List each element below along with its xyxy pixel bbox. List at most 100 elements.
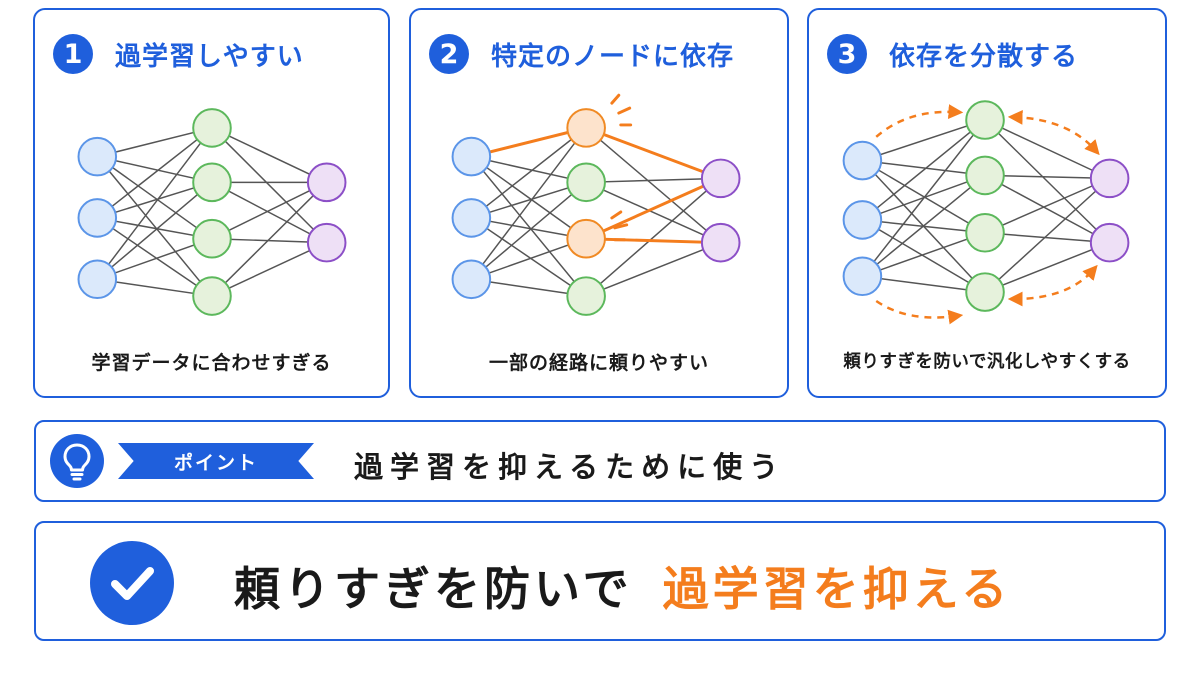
panel-caption: 一部の経路に頼りやすい (488, 352, 709, 374)
hidden-node (965, 100, 1005, 140)
hidden-node (965, 272, 1005, 312)
panel-caption: 学習データに合わせすぎる (91, 352, 332, 374)
connection-line (585, 177, 722, 297)
connection-line (211, 127, 328, 184)
connection-line (471, 181, 587, 219)
connection-line (470, 181, 587, 280)
connection-line (862, 159, 986, 234)
dashed-arrow (875, 104, 964, 138)
connection-line (211, 241, 328, 297)
hidden-node (965, 155, 1005, 196)
highlighted-connection (586, 237, 721, 245)
output-node (306, 222, 347, 263)
connection-line (211, 181, 328, 244)
output-node (1089, 158, 1130, 199)
connection-line (470, 156, 587, 297)
connection-line (585, 181, 722, 244)
point-tag: ポイント (118, 443, 314, 479)
panel-title: 過学習しやすい (115, 41, 304, 72)
point-text: 過学習を抑えるために使う (354, 450, 786, 484)
input-node (451, 198, 492, 238)
dashed-arrow (1007, 109, 1100, 156)
panel-header: 2 特定のノードに依存 (429, 32, 777, 76)
connection-line (96, 127, 213, 219)
connection-line (984, 241, 1110, 293)
dashed-arrow (1007, 264, 1098, 307)
connection-line (984, 232, 1110, 244)
connection-line (96, 217, 213, 297)
input-node (842, 200, 883, 240)
input-node (77, 198, 118, 238)
input-node (77, 136, 118, 177)
step-number-badge: 3 (827, 34, 867, 74)
connection-line (97, 237, 213, 280)
output-node (1089, 222, 1130, 263)
panel-header: 1 過学習しやすい (53, 32, 378, 76)
connection-line (862, 159, 986, 177)
connection-line (585, 127, 722, 244)
connection-line (96, 156, 213, 297)
input-node (451, 259, 492, 300)
connection-line (861, 119, 986, 221)
hidden-node (192, 162, 232, 203)
hidden-node (192, 108, 232, 148)
connection-line (984, 177, 1111, 293)
check-icon (90, 541, 174, 625)
connection-line (984, 177, 1110, 234)
hidden-node (192, 218, 232, 259)
step-number-badge: 2 (429, 34, 469, 74)
connection-line (862, 119, 986, 162)
connection-line (861, 119, 986, 277)
panel-caption: 頼りすぎを防いで汎化しやすくする (843, 352, 1131, 372)
connection-line (211, 127, 328, 244)
connection-line (96, 181, 213, 280)
connection-line (211, 181, 328, 297)
point-bar: ポイント 過学習を抑えるために使う (34, 420, 1166, 502)
hidden-node (192, 276, 232, 316)
connection-line (96, 156, 213, 240)
connection-line (470, 155, 587, 240)
network-diagram-2 (451, 93, 741, 316)
panel-distribute-dependency: 3 依存を分散する 頼りすぎを防いで汎化しやすくする (807, 8, 1167, 398)
connection-line (586, 177, 721, 184)
panel-header: 3 依存を分散する (827, 32, 1155, 76)
connection-line (984, 119, 1111, 244)
spark-mark (610, 93, 621, 105)
connection-line (97, 181, 213, 219)
connection-line (211, 181, 328, 240)
connection-line (861, 174, 986, 277)
output-node (700, 158, 741, 199)
highlighted-node (566, 218, 606, 259)
connection-line (470, 217, 587, 297)
spark-mark (610, 210, 623, 220)
output-node (306, 162, 347, 203)
connection-line (470, 127, 587, 219)
connection-line (985, 174, 1110, 180)
result-text-main: 頼りすぎを防いで (234, 562, 633, 616)
highlighted-connection (585, 177, 722, 241)
input-node (451, 136, 492, 177)
connection-line (862, 232, 986, 277)
input-node (842, 256, 883, 297)
highlighted-connection (585, 126, 722, 180)
output-node (700, 222, 741, 263)
result-text-accent: 過学習を抑える (662, 562, 1012, 616)
highlighted-node (566, 108, 606, 148)
dashed-arrow (875, 299, 964, 325)
spark-mark (613, 223, 629, 230)
hidden-node (965, 212, 1005, 253)
panel-node-dependency: 2 特定のノードに依存 一部の経路に頼りやすい (409, 8, 789, 398)
network-diagram-3 (842, 100, 1130, 325)
network-diagram-1 (77, 108, 347, 316)
panel-overfitting: 1 過学習しやすい 学習データに合わせすぎる (33, 8, 390, 398)
result-text: 頼りすぎを防いで過学習を抑える (234, 553, 1011, 619)
input-node (842, 140, 883, 181)
connection-line (96, 127, 213, 280)
hidden-node (566, 276, 606, 316)
step-number-badge: 1 (53, 34, 93, 74)
result-bar: 頼りすぎを防いで過学習を抑える (34, 521, 1166, 641)
panel-title: 特定のノードに依存 (491, 41, 735, 72)
connection-line (470, 127, 587, 280)
lightbulb-icon (50, 434, 104, 488)
spark-mark (617, 106, 632, 115)
